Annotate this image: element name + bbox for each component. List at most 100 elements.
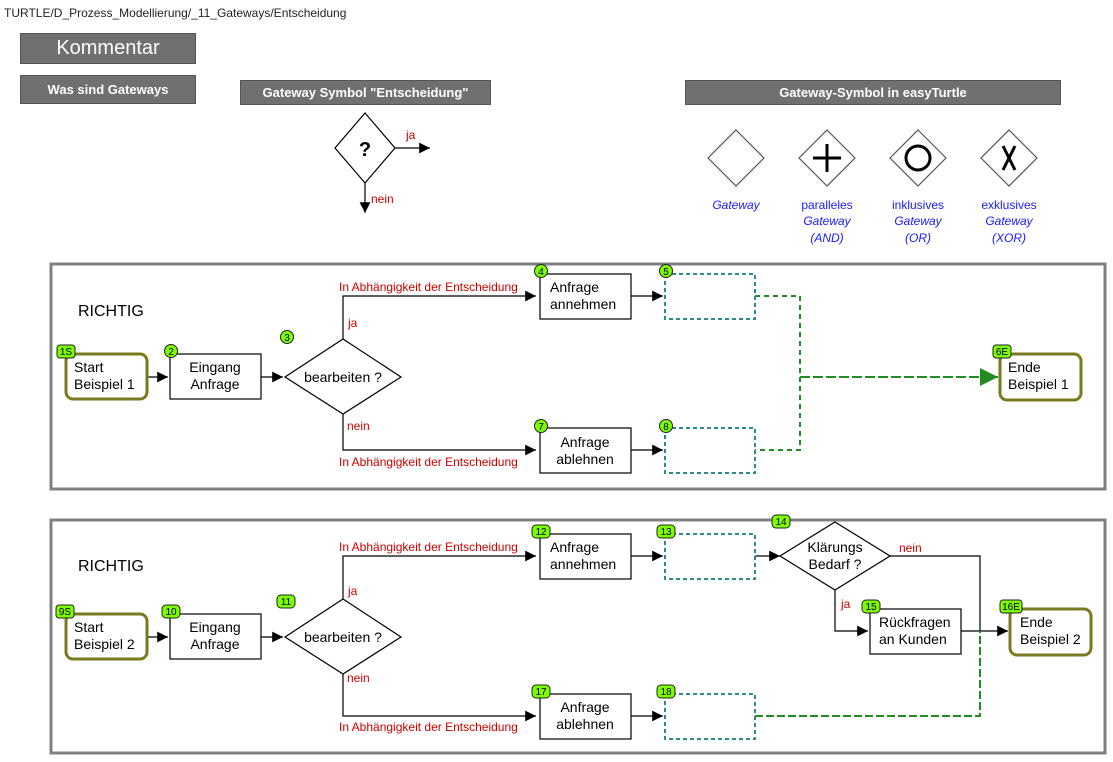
kommentar-header[interactable]: Kommentar [20, 33, 196, 64]
gateway-label-l3: (AND) [810, 231, 843, 245]
klaerungs-bedarf-gateway[interactable]: Klärungs Bedarf ? [778, 521, 892, 591]
badge: 15 [861, 599, 881, 614]
gateway-label-l2: Gateway [803, 214, 851, 228]
x-mark-icon [1001, 145, 1017, 171]
gateway-label-l1: Gateway [712, 198, 760, 212]
badge: 7 [534, 419, 548, 433]
example-2-panel: RICHTIG Start Beispiel 2 9S Eingang Anfr… [49, 514, 1107, 755]
badge-text: 5 [663, 267, 669, 278]
ja-label: ja [840, 597, 851, 611]
end-label-l2: Beispiel 2 [1020, 631, 1081, 647]
nein-label: nein [347, 671, 370, 685]
end-event[interactable]: Ende Beispiel 2 [1008, 607, 1093, 657]
empty-placeholder-box[interactable] [664, 273, 756, 320]
empty-placeholder-box[interactable] [664, 693, 756, 740]
task-anfrage-annehmen[interactable]: Anfrage annehmen [539, 273, 632, 320]
task-label-l2: annehmen [550, 296, 616, 312]
start-event[interactable]: Start Beispiel 1 [64, 352, 149, 401]
task-label-l2: ablehnen [556, 716, 614, 732]
task-anfrage-ablehnen[interactable]: Anfrage ablehnen [539, 693, 632, 740]
gateway-label-l2: Bedarf ? [809, 556, 862, 572]
badge: 8 [659, 419, 673, 433]
badge: 13 [656, 524, 676, 539]
dependency-label: In Abhängigkeit der Entscheidung [339, 540, 518, 554]
badge-text: 9S [59, 607, 72, 618]
badge: 16E [999, 599, 1023, 614]
start-label-l2: Beispiel 1 [74, 376, 135, 392]
badge-text: 18 [660, 687, 672, 698]
badge: 5 [659, 264, 673, 278]
task-rueckfragen[interactable]: Rückfragen an Kunden [869, 608, 962, 655]
decision-gateway[interactable]: bearbeiten ? [283, 338, 403, 415]
start-event[interactable]: Start Beispiel 2 [64, 612, 149, 661]
task-label-l1: Anfrage [560, 699, 609, 715]
ja-label: ja [347, 584, 358, 598]
badge-text: 3 [284, 333, 290, 344]
circle-icon [904, 144, 932, 172]
badge: 17 [531, 684, 551, 699]
gateway-label-l3: (OR) [905, 231, 931, 245]
task-eingang-anfrage[interactable]: Eingang Anfrage [169, 613, 262, 660]
legend-gateway-and: paralleles Gateway (AND) [798, 129, 856, 245]
task-anfrage-ablehnen[interactable]: Anfrage ablehnen [539, 427, 632, 474]
start-label-l2: Beispiel 2 [74, 636, 135, 652]
badge: 10 [161, 604, 181, 619]
task-label-l1: Rückfragen [879, 614, 951, 630]
legend-ja-label: ja [405, 128, 416, 142]
badge-text: 10 [165, 607, 177, 618]
legend-question-mark: ? [359, 139, 371, 161]
badge-text: 12 [535, 527, 547, 538]
gateway-label-l1: inklusives [892, 198, 944, 212]
badge: 14 [771, 514, 791, 529]
plus-icon [813, 144, 841, 172]
end-label-l1: Ende [1020, 614, 1053, 630]
badge: 9S [55, 604, 75, 619]
dependency-label: In Abhängigkeit der Entscheidung [339, 720, 518, 734]
badge-text: 15 [865, 602, 877, 613]
legend-gateway-or: inklusives Gateway (OR) [889, 129, 947, 245]
badge: 6E [992, 344, 1012, 359]
badge: 18 [656, 684, 676, 699]
end-label-l1: Ende [1008, 359, 1041, 375]
badge: 11 [276, 594, 296, 609]
badge: 4 [534, 264, 548, 278]
task-label-l1: Eingang [189, 619, 240, 635]
badge: 1S [56, 344, 76, 359]
task-label-l2: ablehnen [556, 451, 614, 467]
badge-text: 2 [168, 347, 174, 358]
empty-placeholder-box[interactable] [664, 427, 756, 474]
task-eingang-anfrage[interactable]: Eingang Anfrage [169, 353, 262, 400]
badge-text: 8 [663, 422, 669, 433]
gateway-label-l1: exklusives [981, 198, 1036, 212]
end-label-l2: Beispiel 1 [1008, 376, 1069, 392]
end-event[interactable]: Ende Beispiel 1 [998, 352, 1083, 402]
task-anfrage-annehmen[interactable]: Anfrage annehmen [539, 533, 632, 580]
gateway-label: bearbeiten ? [304, 629, 382, 645]
dependency-label: In Abhängigkeit der Entscheidung [339, 280, 518, 294]
badge: 12 [531, 524, 551, 539]
badge-text: 7 [538, 422, 544, 433]
was-sind-gateways-button[interactable]: Was sind Gateways [20, 75, 196, 104]
gateway-label: bearbeiten ? [304, 369, 382, 385]
start-label-l1: Start [74, 619, 104, 635]
task-label-l1: Anfrage [550, 279, 599, 295]
start-label-l1: Start [74, 359, 104, 375]
badge-text: 4 [538, 267, 544, 278]
badge-text: 16E [1002, 602, 1020, 613]
breadcrumb-path: TURTLE/D_Prozess_Modellierung/_11_Gatewa… [4, 6, 347, 20]
badge-text: 14 [775, 517, 787, 528]
easyturtle-symbol-header: Gateway-Symbol in easyTurtle [685, 80, 1061, 105]
task-label-l2: annehmen [550, 556, 616, 572]
badge: 3 [280, 330, 294, 344]
gateway-label-l2: Gateway [985, 214, 1033, 228]
gateway-symbol-header: Gateway Symbol "Entscheidung" [240, 80, 491, 105]
task-label-l2: an Kunden [879, 631, 947, 647]
empty-placeholder-box[interactable] [664, 533, 756, 580]
ja-label: ja [347, 316, 358, 330]
nein-label: nein [899, 541, 922, 555]
example-1-panel: RICHTIG Start Beispiel 1 1S Eingang Anfr… [49, 262, 1107, 491]
task-label-l1: Eingang [189, 359, 240, 375]
decision-gateway[interactable]: bearbeiten ? [283, 598, 403, 675]
legend-decision-symbol: ? ja nein [334, 112, 430, 213]
